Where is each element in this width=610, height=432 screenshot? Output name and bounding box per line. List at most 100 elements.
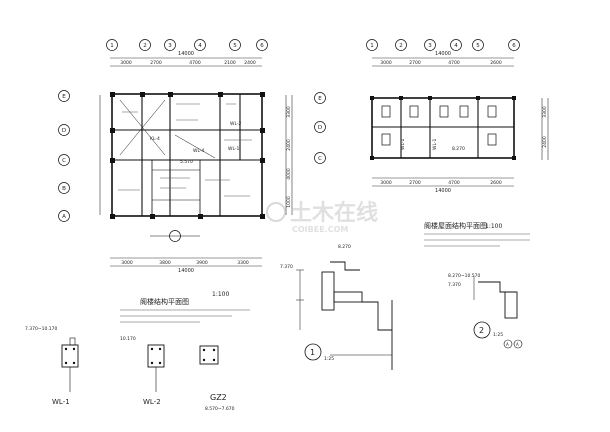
plan-left-dim-lines xyxy=(99,57,293,267)
plan-left-axis-bubble: C xyxy=(62,158,66,164)
plan-right-axis-bubble-icon xyxy=(395,39,407,51)
plan-right-dim-bottom-total: 14000 xyxy=(435,188,451,194)
plan-right-title: 阁楼屋面结构平面图 xyxy=(424,221,487,230)
plan-left-axis-bubble-icon xyxy=(164,39,176,51)
detail-2-level: 8.270~10.570 xyxy=(448,273,481,279)
plan-right-dim: 2400 xyxy=(542,136,548,148)
detail-2-elevation: 7.370 xyxy=(448,282,461,288)
detail-2-scale: 1:25 xyxy=(493,332,503,338)
beam-wl1-label: WL-1 xyxy=(52,398,70,406)
plan-right-axis-bubble: 1 xyxy=(370,43,374,49)
column-gz2: GZ2 8.570~7.670 xyxy=(199,345,235,412)
plan-right-axis-bubble: 2 xyxy=(399,43,403,49)
plan-right-dim: 3000 xyxy=(380,60,392,66)
plan-right-dim: 3000 xyxy=(380,180,392,186)
detail-1 xyxy=(296,261,393,370)
plan-right-axis-bubble-icon xyxy=(314,92,326,104)
plan-left-axis-bubble: A xyxy=(62,214,66,220)
plan-left-label: WL-1 xyxy=(228,146,240,152)
plan-right-axis-bubble: D xyxy=(318,125,322,131)
plan-left-axis-bubble-icon xyxy=(58,154,70,166)
detail-1-scale: 1:25 xyxy=(324,356,334,362)
detail-2-marker-icon xyxy=(473,321,491,339)
plan-left-dim: 4000 xyxy=(286,168,292,180)
plan-left-dim: 3900 xyxy=(196,260,208,266)
plan-left-axis-bubble: 2 xyxy=(143,43,147,49)
plan-right-axis-bubble: C xyxy=(318,156,322,162)
beam-wl1-note: 7.370~10.170 xyxy=(25,326,58,332)
plan-left-dim-top-total: 14000 xyxy=(178,51,194,57)
watermark-text: 土木在线 xyxy=(290,200,378,226)
plan-right-axis-bubble-icon xyxy=(472,39,484,51)
plan-left-label: 5.570 xyxy=(180,159,193,165)
detail-1-marker-icon xyxy=(304,343,322,361)
plan-right-dim: 3300 xyxy=(542,106,548,118)
plan-right-axis-bubble: 4 xyxy=(454,43,458,49)
plan-right-axis-bubble: 3 xyxy=(428,43,432,49)
plan-left-label: WL-4 xyxy=(193,148,205,154)
plan-right-axis-bubble: E xyxy=(318,96,322,102)
beam-wl2-note: 10.170 xyxy=(120,336,136,342)
plan-left-axis-bubble-icon xyxy=(229,39,241,51)
plan-left-axis-bubble-icon xyxy=(106,39,118,51)
detail-2-axis-icon xyxy=(513,339,523,349)
detail-2-number: 2 xyxy=(479,326,484,335)
plan-right-axis-bubble: 6 xyxy=(512,43,516,49)
plan-left-dim: 4700 xyxy=(189,60,201,66)
plan-left-axis-bubble-icon xyxy=(58,182,70,194)
plan-left-axis-bubble-icon xyxy=(139,39,151,51)
detail-2 xyxy=(473,276,518,319)
plan-right-axis-bubble-icon xyxy=(314,121,326,133)
plan-left-columns xyxy=(110,92,265,219)
detail-2-axis: A xyxy=(506,342,509,347)
plan-left-axis-bubble: 5 xyxy=(233,43,237,49)
plan-left-dim: 2100 xyxy=(224,60,236,66)
plan-left-axis-bubble: 6 xyxy=(260,43,264,49)
plan-left-scale: 1:100 xyxy=(212,291,229,298)
plan-right-label: 8.270 xyxy=(452,146,465,152)
plan-right-axis-bubble-icon xyxy=(424,39,436,51)
plan-right-columns xyxy=(370,96,516,160)
plan-right-axis-bubble-icon xyxy=(314,152,326,164)
plan-right-dim: 4700 xyxy=(448,180,460,186)
plan-right-dim: 2600 xyxy=(490,180,502,186)
watermark-logo-icon xyxy=(266,202,286,222)
plan-left-text-marks xyxy=(118,103,252,197)
detail-2-axis: A xyxy=(516,342,519,347)
plan-left-axis-bubble-icon xyxy=(58,90,70,102)
plan-right-axis-bubble-icon xyxy=(450,39,462,51)
plan-left-axis-bubble: E xyxy=(62,94,66,100)
plan-left-axis-bubble-icon xyxy=(58,210,70,222)
watermark: 土木在线 COIBEE.COM xyxy=(266,200,378,234)
plan-right-axis-bubble-icon xyxy=(366,39,378,51)
plan-right-dim-top-total: 14000 xyxy=(435,51,451,57)
plan-left-axis-bubble: 1 xyxy=(110,43,114,49)
plan-left-dim: 3000 xyxy=(121,260,133,266)
plan-right-dim: 2600 xyxy=(490,60,502,66)
plan-right-dim: 4700 xyxy=(448,60,460,66)
plan-left-dim: 1000 xyxy=(286,196,292,208)
column-gz2-note: 8.570~7.670 xyxy=(205,406,235,412)
plan-left-title: 阁楼结构平面图 xyxy=(140,297,189,306)
plan-right-axis-side: E D C xyxy=(314,92,326,164)
plan-left-label: KL-4 xyxy=(150,136,160,142)
detail-1-elevation: 7.370 xyxy=(280,264,293,270)
plan-left-axis-bubble-icon xyxy=(194,39,206,51)
plan-right-scale: 1:100 xyxy=(485,223,502,230)
plan-left-axis-bubble: 3 xyxy=(168,43,172,49)
plan-right-notes xyxy=(424,233,530,247)
plan-right-dim: 2700 xyxy=(409,60,421,66)
plan-left-walls xyxy=(111,93,263,217)
plan-left-label: WL-2 xyxy=(230,121,242,127)
plan-left-axis-bubble: 4 xyxy=(198,43,202,49)
watermark-subtext: COIBEE.COM xyxy=(292,225,348,234)
column-gz2-label: GZ2 xyxy=(210,393,227,402)
detail-2-axis-icon xyxy=(503,339,513,349)
detail-1-elevation: 8.270 xyxy=(338,244,351,250)
plan-left-axis-top: 1 2 3 4 5 6 xyxy=(106,39,268,51)
plan-right-label: WL-1 xyxy=(400,138,406,150)
